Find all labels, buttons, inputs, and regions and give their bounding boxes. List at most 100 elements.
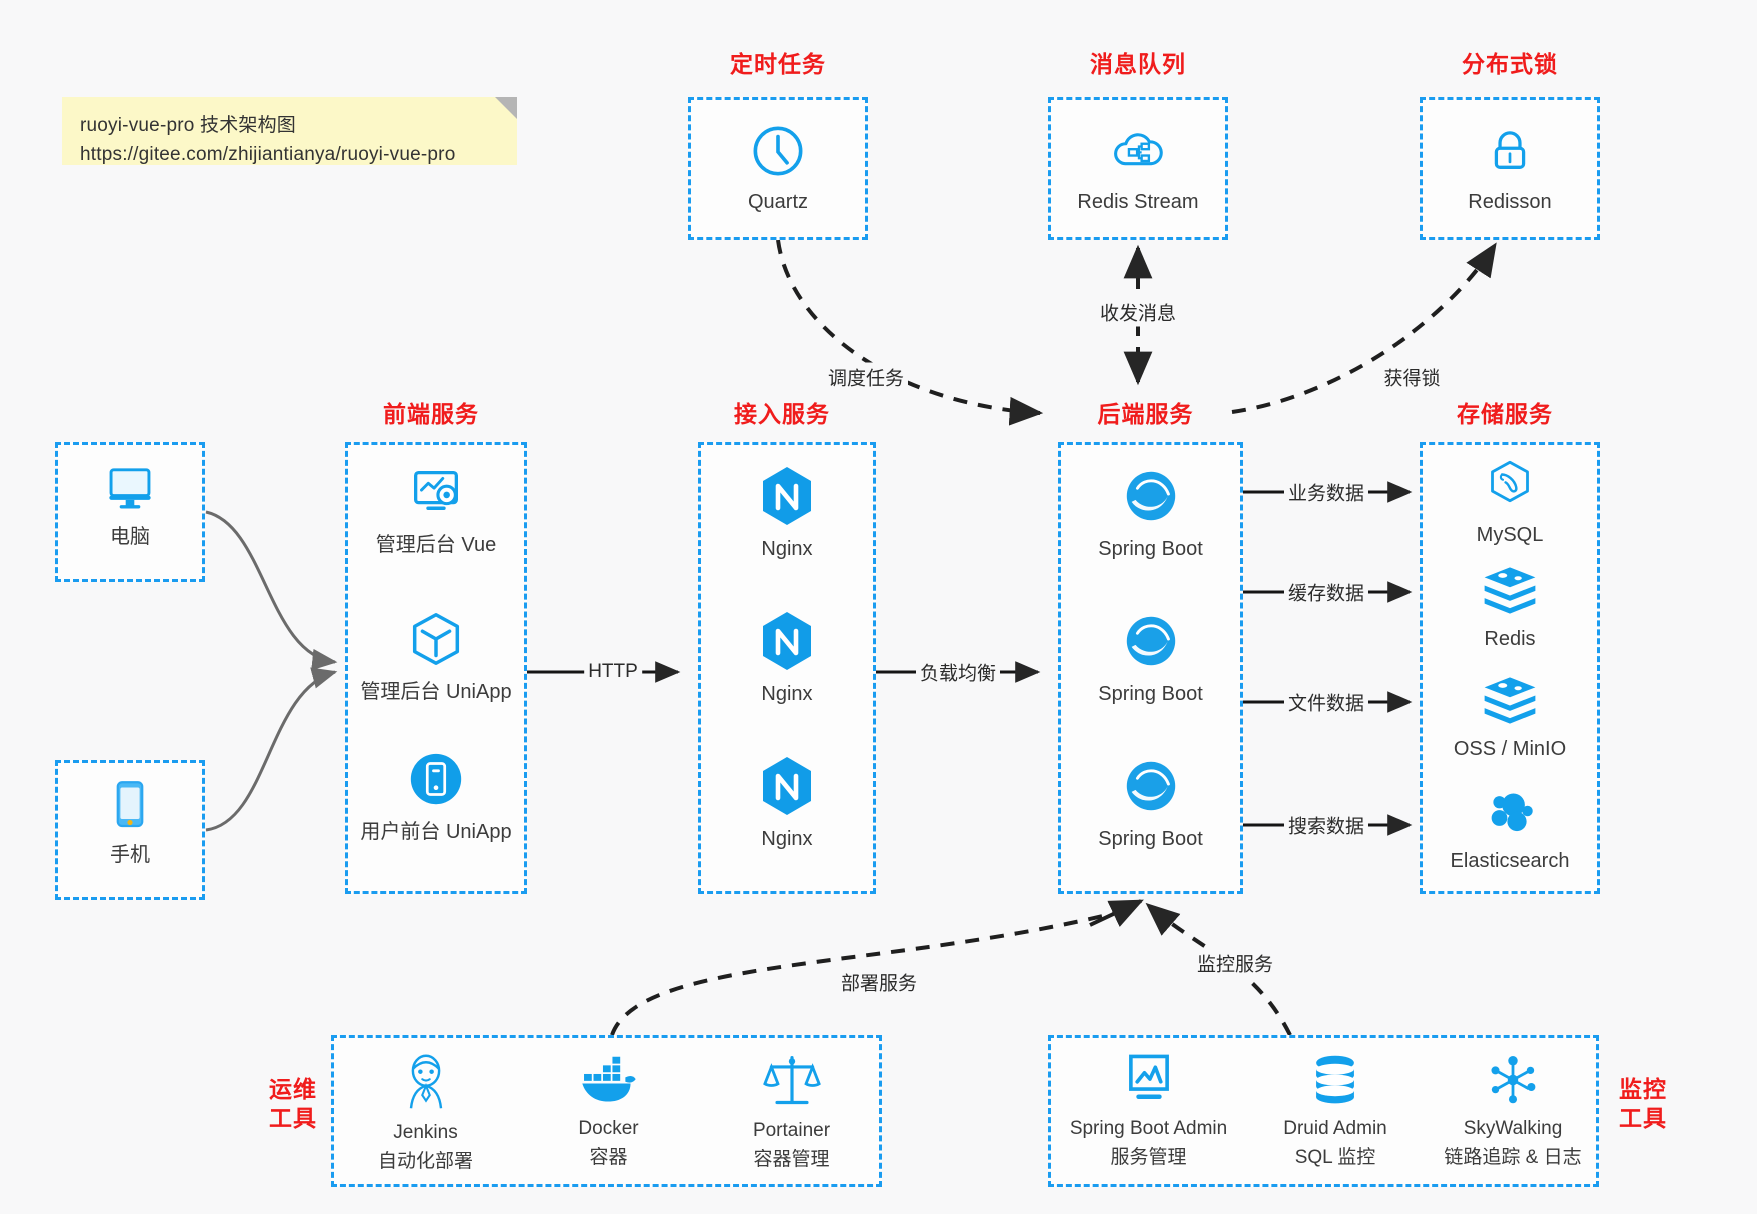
skywalking-icon [1424, 1052, 1602, 1113]
node-sublabel: SQL 监控 [1294, 1146, 1376, 1168]
caption-monitor: 监控 工具 [1608, 1075, 1678, 1133]
elasticsearch-icon [1423, 783, 1597, 844]
scales-icon [700, 1052, 883, 1115]
group-storage[interactable]: MySQL Redis [1420, 442, 1600, 894]
node-label: 手机 [110, 844, 150, 866]
edge-schedule-task [776, 239, 1044, 426]
node-label: Docker [578, 1118, 639, 1139]
caption-gateway: 接入服务 [734, 401, 830, 427]
group-frontend[interactable]: 管理后台 Vue 管理后台 UniApp 用户前台 UniApp [345, 442, 527, 894]
node-label: SkyWalking [1463, 1118, 1563, 1139]
group-backend[interactable]: Spring Boot Spring Boot Spring Boot [1058, 442, 1243, 894]
node-sublabel: 自动化部署 [377, 1150, 473, 1172]
caption-monitor-line1: 监控 [1619, 1076, 1667, 1102]
caption-scheduler: 定时任务 [730, 51, 826, 77]
group-devops[interactable]: Jenkins 自动化部署 Docker 容器 [331, 1035, 882, 1187]
node-label: Portainer [752, 1120, 831, 1141]
node-label: 管理后台 UniApp [360, 681, 512, 703]
node-elasticsearch[interactable]: Elasticsearch [1423, 783, 1597, 874]
monitor-chart-icon [1051, 1052, 1246, 1113]
lock-icon [1423, 122, 1597, 185]
node-user-uniapp[interactable]: 用户前台 UniApp [348, 748, 524, 845]
node-mysql[interactable]: MySQL [1423, 457, 1597, 548]
caption-monitor-line2: 工具 [1619, 1104, 1667, 1131]
group-mq[interactable]: Redis Stream [1048, 97, 1228, 240]
node-label: Druid Admin [1283, 1118, 1387, 1139]
cube-icon [348, 608, 524, 675]
node-label: Nginx [761, 828, 813, 850]
node-oss-minio[interactable]: OSS / MinIO [1423, 673, 1597, 762]
note-card: ruoyi-vue-pro 技术架构图 https://gitee.com/zh… [62, 97, 517, 165]
node-label: Nginx [761, 538, 813, 560]
jenkins-icon [334, 1052, 517, 1117]
node-nginx-1[interactable]: Nginx [701, 465, 873, 562]
group-client-desktop[interactable]: 电脑 [55, 442, 205, 582]
node-sublabel: 链路追踪 & 日志 [1444, 1146, 1582, 1168]
node-label: Spring Boot [1098, 828, 1203, 850]
node-label: 管理后台 Vue [375, 534, 497, 556]
desktop-icon [58, 459, 202, 520]
node-jenkins[interactable]: Jenkins 自动化部署 [334, 1052, 517, 1174]
edge-label-http: HTTP [584, 660, 642, 684]
node-nginx-2[interactable]: Nginx [701, 610, 873, 707]
cloud-stream-icon [1051, 122, 1225, 185]
node-label: Redis Stream [1077, 191, 1199, 213]
mobile-icon [58, 777, 202, 838]
nginx-icon [701, 755, 873, 822]
mysql-icon [1423, 457, 1597, 518]
group-gateway[interactable]: Nginx Nginx Nginx [698, 442, 876, 894]
node-redis[interactable]: Redis [1423, 563, 1597, 652]
group-scheduler[interactable]: Quartz [688, 97, 868, 240]
node-label: OSS / MinIO [1453, 738, 1567, 760]
node-admin-vue[interactable]: 管理后台 Vue [348, 461, 524, 558]
redis-icon [1423, 673, 1597, 732]
edge-mobile-to-frontend [205, 667, 338, 832]
node-label: Jenkins [393, 1122, 458, 1143]
clock-icon [691, 122, 865, 185]
node-label: Redis [1484, 628, 1536, 650]
note-fold-icon [495, 97, 517, 119]
node-druid-admin[interactable]: Druid Admin SQL 监控 [1246, 1052, 1424, 1170]
edge-label-deploy: 部署服务 [836, 967, 922, 997]
node-label: Spring Boot [1098, 683, 1203, 705]
edge-label-biz-data: 业务数据 [1283, 477, 1369, 507]
edge-get-lock [1231, 242, 1497, 414]
node-nginx-3[interactable]: Nginx [701, 755, 873, 852]
node-label: 电脑 [110, 526, 150, 548]
caption-backend: 后端服务 [1097, 401, 1194, 427]
group-lock[interactable]: Redisson [1420, 97, 1600, 240]
node-redisson[interactable]: Redisson [1423, 122, 1597, 215]
edge-label-search-data: 搜索数据 [1283, 810, 1369, 840]
caption-frontend: 前端服务 [383, 401, 479, 427]
edge-label-get-lock: 获得锁 [1379, 362, 1445, 392]
nginx-icon [701, 465, 873, 532]
node-spring-boot-admin[interactable]: Spring Boot Admin 服务管理 [1051, 1052, 1246, 1170]
node-skywalking[interactable]: SkyWalking 链路追踪 & 日志 [1424, 1052, 1602, 1170]
group-monitor[interactable]: Spring Boot Admin 服务管理 Druid Admin [1048, 1035, 1599, 1187]
edge-label-mq-message: 收发消息 [1095, 297, 1181, 327]
node-redis-stream[interactable]: Redis Stream [1051, 122, 1225, 215]
node-spring-boot-1[interactable]: Spring Boot [1061, 465, 1240, 562]
node-desktop[interactable]: 电脑 [58, 459, 202, 550]
node-mobile[interactable]: 手机 [58, 777, 202, 868]
caption-devops-line2: 工具 [269, 1104, 317, 1131]
node-admin-uniapp[interactable]: 管理后台 UniApp [348, 608, 524, 705]
group-client-mobile[interactable]: 手机 [55, 760, 205, 900]
docker-icon [517, 1052, 700, 1113]
edge-label-load-balance: 负载均衡 [915, 657, 1001, 687]
node-label: Redisson [1468, 191, 1552, 213]
dashboard-gear-icon [348, 461, 524, 528]
phone-round-icon [348, 748, 524, 815]
edge-desktop-to-frontend [205, 510, 338, 671]
redis-icon [1423, 563, 1597, 622]
node-label: 用户前台 UniApp [360, 821, 512, 843]
node-portainer[interactable]: Portainer 容器管理 [700, 1052, 883, 1172]
database-icon [1246, 1052, 1424, 1113]
node-spring-boot-2[interactable]: Spring Boot [1061, 610, 1240, 707]
nginx-icon [701, 610, 873, 677]
node-label: Nginx [761, 683, 813, 705]
node-spring-boot-3[interactable]: Spring Boot [1061, 755, 1240, 852]
node-quartz[interactable]: Quartz [691, 122, 865, 215]
note-url: https://gitee.com/zhijiantianya/ruoyi-vu… [80, 144, 456, 166]
node-docker[interactable]: Docker 容器 [517, 1052, 700, 1170]
